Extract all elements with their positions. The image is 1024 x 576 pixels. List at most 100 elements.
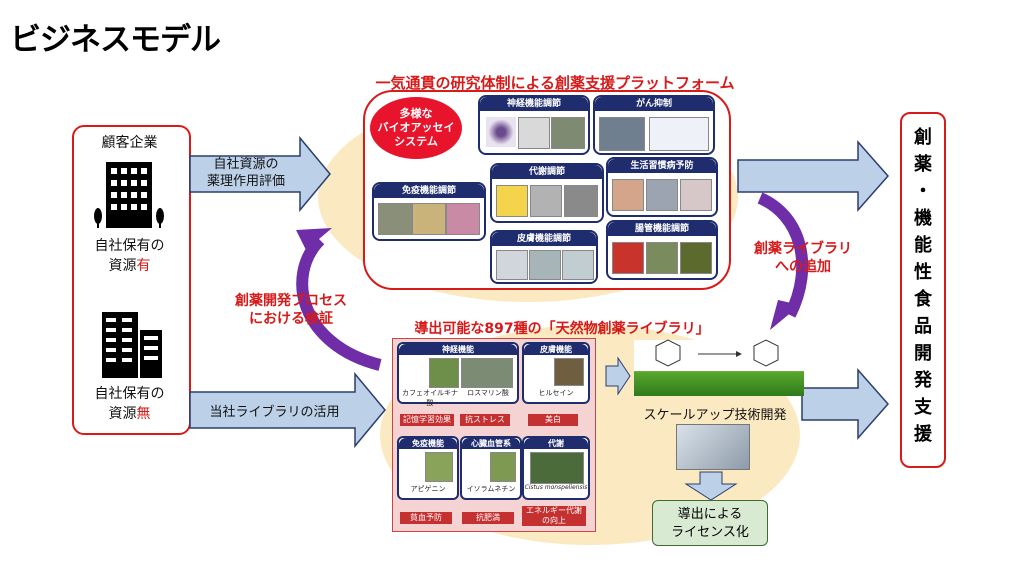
effect-obesity: 抗肥満	[462, 512, 514, 524]
evaluate-line-2: 薬理作用評価	[206, 174, 285, 189]
skin-image-3	[562, 250, 594, 280]
immune-image-1	[378, 203, 412, 235]
building-icon	[102, 312, 162, 378]
lifestyle-image-1	[612, 179, 644, 211]
without-resources-line-2: 資源無	[72, 404, 187, 424]
grass-image	[634, 340, 804, 396]
support-char: ・	[914, 181, 932, 202]
support-char: 能	[914, 235, 932, 256]
effect-stress: 抗ストレス	[460, 414, 510, 426]
assay-box-cancer-header: がん抑制	[595, 97, 713, 111]
with-resources-line-1: 自社保有の	[94, 238, 165, 254]
support-char: 食	[914, 289, 932, 310]
lifestyle-image-2	[646, 179, 678, 211]
to-support-arrow-top	[737, 140, 890, 212]
assay-box-lifestyle: 生活習慣病予防	[606, 157, 718, 217]
support-char: 創	[914, 127, 932, 148]
effect-energy-line-1: エネルギー代謝	[526, 506, 582, 515]
building-icon	[94, 162, 164, 228]
support-char: 薬	[914, 154, 932, 175]
library-skin-image	[554, 358, 584, 386]
assay-box-immune-header: 免疫機能調節	[374, 184, 484, 198]
library-skin-caption: ヒルセイン	[538, 389, 574, 397]
customer-title: 顧客企業	[101, 135, 158, 151]
assay-box-neuro-header: 神経機能調節	[480, 97, 588, 111]
page-title: ビジネスモデル	[10, 22, 221, 58]
with-resources-word: 資源	[108, 258, 137, 274]
to-support-arrow-bottom	[801, 368, 890, 440]
assay-box-metabolism-header: 代謝調節	[492, 165, 602, 179]
support-char: 品	[914, 316, 932, 337]
library-cell-neuro-header: 神経機能	[399, 344, 517, 355]
evaluate-label: 自社資源の 薬理作用評価	[192, 156, 300, 190]
add-library-curve	[757, 192, 809, 318]
library-cell-immune-header: 免疫機能	[399, 438, 457, 449]
assay-box-intestine: 腸管機能調節	[606, 220, 718, 280]
library-immune-image	[425, 452, 453, 482]
support-char: 機	[914, 208, 932, 229]
bioassay-line-3: システム	[394, 135, 438, 148]
skin-image-2	[529, 250, 561, 280]
immune-image-2	[412, 203, 446, 235]
intestine-image-1	[612, 242, 644, 274]
immune-image-3	[446, 203, 480, 235]
library-cell-cardio-header: 心臓血管系	[462, 438, 520, 449]
license-box: 導出による ライセンス化	[652, 500, 768, 546]
bioassay-line-2: バイオアッセイ	[377, 121, 455, 134]
use-library-arrow	[189, 371, 386, 449]
add-library-arrowhead	[770, 300, 800, 330]
license-line-1: 導出による	[677, 507, 743, 522]
library-immune-caption: アピゲニン	[410, 485, 446, 493]
to-scaleup-arrow	[605, 356, 631, 396]
library-metabolism-image	[530, 452, 584, 484]
library-neuro-image-2	[461, 358, 513, 388]
metabolism-image-3	[564, 185, 598, 217]
verify-curve	[296, 235, 382, 371]
support-char: 支	[914, 397, 932, 418]
intestine-image-3	[680, 242, 712, 274]
add-library-label: 創薬ライブラリ への追加	[738, 240, 868, 276]
assay-box-skin: 皮膚機能調節	[490, 230, 598, 284]
without-resources-word: 資源	[108, 406, 137, 422]
evaluate-line-1: 自社資源の	[213, 157, 279, 172]
library-cardio-image	[490, 452, 516, 482]
with-resources-line-2: 資源有	[72, 256, 187, 276]
verify-line-1: 創薬開発プロセス	[235, 293, 347, 309]
with-resources-flag: 有	[136, 258, 151, 274]
neuro-image-2	[518, 117, 550, 149]
add-library-line-2: への追加	[775, 259, 831, 275]
library-cell-immune: 免疫機能 アピゲニン	[397, 436, 459, 500]
evaluate-arrow	[189, 135, 331, 213]
lifestyle-image-3	[680, 179, 712, 211]
support-char: 性	[914, 262, 932, 283]
effect-whitening: 美白	[528, 414, 578, 426]
support-char: 援	[914, 424, 932, 445]
library-cell-metabolism: 代謝 Cistus monspeliensis	[522, 436, 590, 500]
library-cell-metabolism-header: 代謝	[524, 438, 588, 449]
library-neuro-image-1	[429, 358, 459, 388]
with-resources-label: 自社保有の 資源有	[72, 236, 187, 276]
library-title: 導出可能な897種の「天然物創薬ライブラリ」	[414, 321, 710, 337]
scaleup-image	[676, 424, 750, 470]
verify-label: 創薬開発プロセス における検証	[216, 292, 366, 328]
support-char: 開	[914, 343, 932, 364]
library-cell-cardio: 心臓血管系 イソラムネチン	[460, 436, 522, 500]
metabolism-image-2	[530, 185, 562, 217]
library-neuro-caption-2: ロスマリン酸	[467, 389, 509, 397]
chemical-structure-icon	[655, 339, 779, 367]
verify-arrowhead	[296, 228, 332, 250]
assay-box-neuro: 神経機能調節	[478, 95, 590, 155]
effect-energy: エネルギー代謝 の向上	[522, 506, 586, 526]
cancer-image-2	[649, 117, 709, 151]
assay-box-skin-header: 皮膚機能調節	[492, 232, 596, 246]
without-resources-label: 自社保有の 資源無	[72, 384, 187, 424]
cancer-image-1	[599, 117, 645, 151]
assay-box-cancer: がん抑制	[593, 95, 715, 155]
add-library-line-1: 創薬ライブラリ	[754, 241, 852, 257]
scaleup-label: スケールアップ技術開発	[643, 408, 787, 423]
verify-line-2: における検証	[249, 311, 333, 327]
effect-energy-line-2: の向上	[542, 516, 566, 525]
support-char: 発	[914, 370, 932, 391]
effect-memory: 記憶学習効果	[400, 414, 454, 426]
